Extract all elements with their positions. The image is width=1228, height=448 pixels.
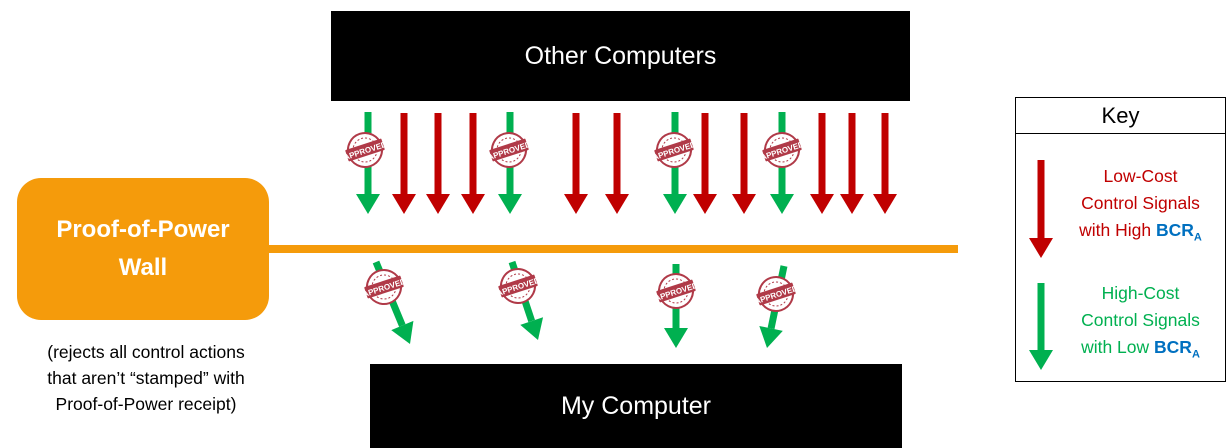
key-red-bcr: BCRA [1155, 220, 1202, 244]
key-green-bcr-text: BCR [1154, 337, 1192, 357]
key-high-cost-text: High-Cost Control Signals with Low BCRA [1058, 280, 1223, 369]
approved-stamp-icon-2: APPROVED [487, 132, 532, 168]
key-red-line3: with High BCRA [1058, 217, 1223, 252]
key-red-line1: Low-Cost [1103, 166, 1178, 186]
red-arrow-upper-9 [840, 113, 864, 214]
key-title: Key [1016, 98, 1225, 134]
red-arrow-upper-2 [426, 113, 450, 214]
caption-line1: (rejects all control actions [47, 342, 245, 362]
red-arrow-upper-5 [605, 113, 629, 214]
approved-stamp-icon-1: APPROVED [343, 132, 388, 168]
key-red-bcr-sub: A [1193, 231, 1202, 244]
red-arrow-upper-3 [461, 113, 485, 214]
red-arrow-upper-4 [564, 113, 588, 214]
key-green-arrow [1029, 283, 1053, 370]
caption-line2: that aren’t “stamped” with [47, 368, 245, 388]
approved-stamp-icon-4: APPROVED [760, 132, 805, 168]
key-green-bcr-sub: A [1191, 348, 1200, 361]
my-computer-box: My Computer [370, 364, 902, 448]
key-red-line2: Control Signals [1081, 193, 1200, 213]
red-arrow-upper-1 [392, 113, 416, 214]
wall-label-line2: Wall [118, 254, 168, 281]
approved-stamp-icon-5: APPROVED [362, 269, 407, 305]
red-arrow-upper-8 [810, 113, 834, 214]
other-computers-label: Other Computers [524, 41, 717, 70]
caption-line3: Proof-of-Power receipt) [55, 394, 237, 414]
approved-stamp-icon-7: APPROVED [654, 273, 699, 309]
approved-stamp-icon-6: APPROVED [496, 268, 541, 304]
other-computers-box: Other Computers [331, 11, 910, 101]
key-red-prefix: with High [1079, 220, 1156, 240]
wall-label-line1: Proof-of-Power [56, 216, 230, 243]
key-legend: Key Low-Cost Control Signals with High B… [1015, 97, 1226, 382]
approved-stamp-icon-8: APPROVED [754, 276, 799, 312]
red-arrow-upper-7 [732, 113, 756, 214]
proof-of-power-wall-box: Proof-of-Power Wall [17, 178, 269, 320]
key-red-arrow [1029, 160, 1053, 258]
key-green-prefix: with Low [1081, 337, 1155, 357]
proof-of-power-wall-line [255, 245, 958, 253]
my-computer-label: My Computer [560, 391, 712, 420]
key-green-bcr: BCRA [1154, 337, 1200, 361]
wall-caption: (rejects all control actions that aren’t… [0, 339, 292, 417]
red-arrow-upper-10 [873, 113, 897, 214]
approved-stamp-icon-3: APPROVED [652, 132, 697, 168]
key-red-bcr-text: BCR [1155, 220, 1194, 240]
key-green-line1: High-Cost [1101, 283, 1180, 303]
key-green-line2: Control Signals [1081, 310, 1200, 330]
red-arrow-upper-6 [693, 113, 717, 214]
key-green-line3: with Low BCRA [1058, 334, 1223, 369]
key-low-cost-text: Low-Cost Control Signals with High BCRA [1058, 163, 1223, 252]
